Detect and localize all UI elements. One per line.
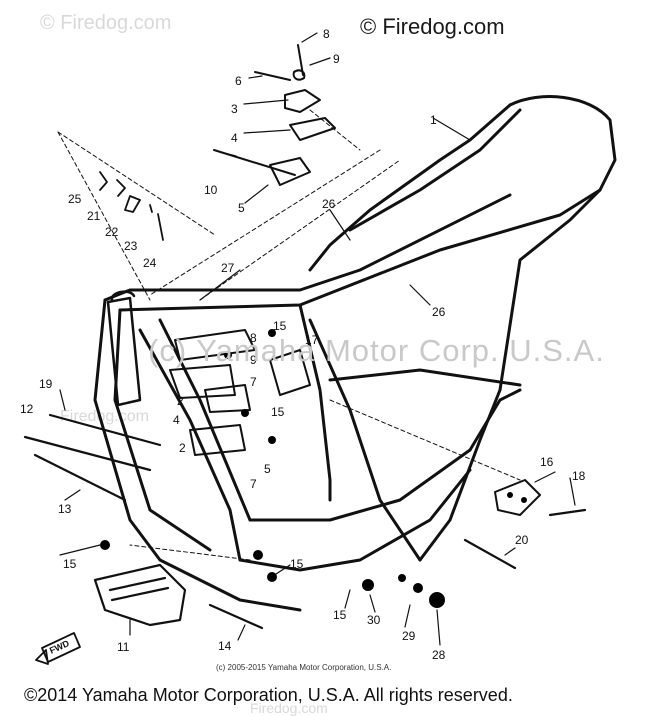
callout-20: 20 (515, 533, 529, 547)
callout-28: 28 (432, 648, 446, 662)
callout-21: 21 (87, 209, 101, 223)
callout-22: 22 (105, 225, 119, 239)
callout-14: 14 (218, 639, 232, 653)
callout-15: 15 (273, 319, 287, 333)
firedog-watermark: © Firedog.com (360, 14, 505, 39)
callout-17: 17 (305, 333, 319, 347)
callout-24: 24 (143, 256, 157, 270)
callout-29: 29 (402, 629, 416, 643)
callout-13: 13 (58, 502, 72, 516)
ghost-watermark: © Firedog.com (40, 12, 172, 34)
callout-5: 5 (238, 201, 245, 215)
callout-26: 26 (322, 197, 336, 211)
callout-4-secondary: 4 (173, 413, 180, 427)
callout-8-secondary: 8 (250, 331, 257, 345)
callout-9: 9 (333, 52, 340, 66)
callout-4: 4 (231, 131, 238, 145)
callout-16: 16 (540, 455, 554, 469)
callout-15-secondary: 15 (271, 405, 285, 419)
callout-23: 23 (124, 239, 138, 253)
callout-2-secondary: 2 (179, 441, 186, 455)
callout-27: 27 (221, 261, 235, 275)
callout-18: 18 (572, 469, 586, 483)
callout-7: 7 (250, 375, 257, 389)
callout-10: 10 (204, 183, 218, 197)
callout-5-secondary: 5 (264, 462, 271, 476)
callout-8: 8 (323, 27, 330, 41)
ghost-watermark: Firedog.com (250, 700, 328, 716)
callout-1: 1 (430, 113, 437, 127)
callout-11: 11 (117, 640, 130, 654)
callout-12: 12 (20, 402, 34, 416)
callout-30: 30 (367, 613, 381, 627)
callout-25: 25 (68, 192, 82, 206)
callout-15-quinary: 15 (333, 608, 347, 622)
ghost-watermark: Firedog.com (60, 408, 149, 425)
callout-2: 2 (177, 394, 184, 408)
callout-15-quaternary: 15 (290, 557, 304, 571)
callout-3: 3 (231, 102, 238, 116)
callout-26-secondary: 26 (432, 305, 446, 319)
callout-7-secondary: 7 (250, 477, 257, 491)
callout-19: 19 (39, 377, 53, 391)
center-watermark: (c) Yamaha Motor Corp. U.S.A. (148, 333, 605, 368)
footer-copyright: ©2014 Yamaha Motor Corporation, U.S.A. A… (24, 685, 513, 705)
callout-6: 6 (235, 74, 242, 88)
diagram-copyright: (c) 2005-2015 Yamaha Motor Corporation, … (216, 663, 392, 672)
callout-9-secondary: 9 (250, 353, 257, 367)
callout-15-tertiary: 15 (63, 557, 77, 571)
